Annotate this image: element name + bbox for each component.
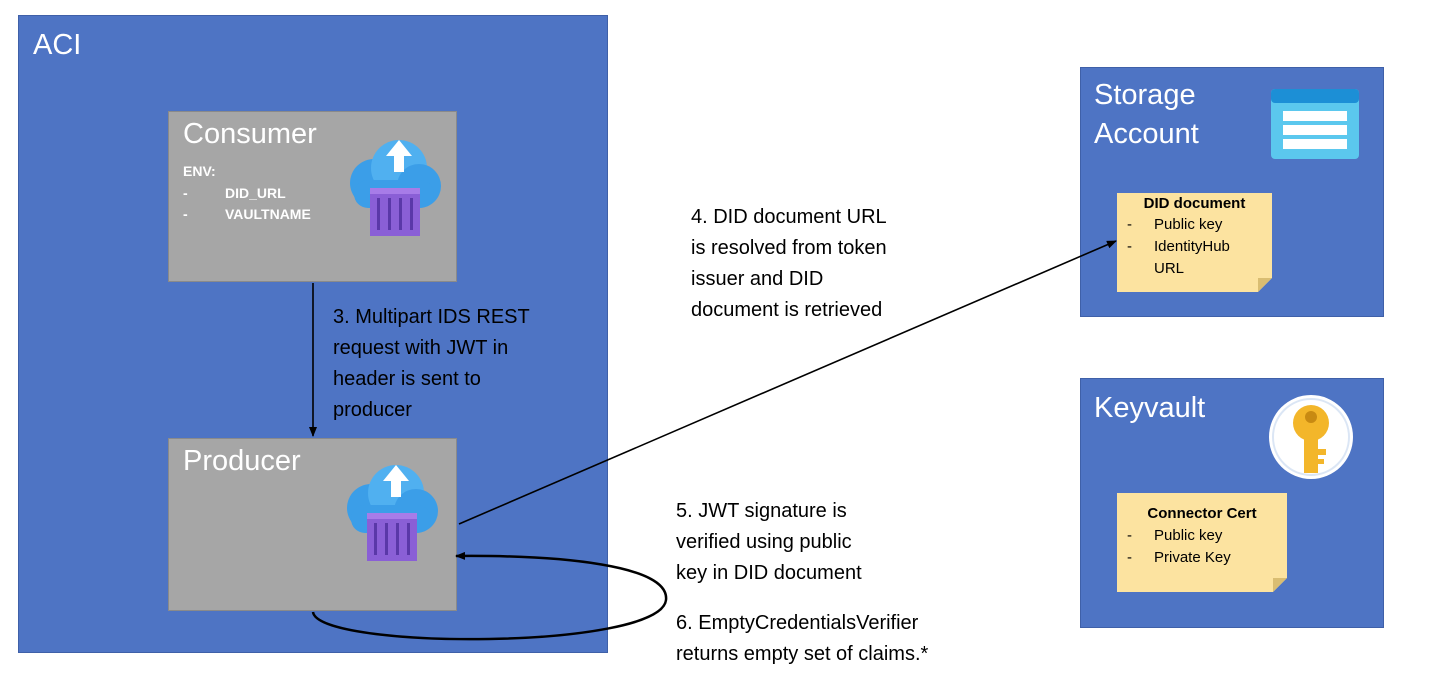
note-dash: - [1127, 527, 1132, 544]
step3-line: producer [333, 399, 412, 421]
storage-title-line1: Storage [1094, 79, 1196, 111]
step5-line: verified using public [676, 531, 852, 553]
step4-line: is resolved from token [691, 237, 887, 259]
keyvault-panel: Keyvault Connector Cert - Public key - P… [1080, 378, 1384, 628]
note-item-private-key: Private Key [1154, 549, 1231, 566]
connector-cert-note: Connector Cert - Public key - Private Ke… [1117, 493, 1287, 592]
note-dash: - [1127, 238, 1132, 255]
step3-line: header is sent to [333, 368, 481, 390]
step3-label: 3. Multipart IDS REST request with JWT i… [333, 302, 530, 426]
step4-line: 4. DID document URL [691, 206, 887, 228]
step4-line: issuer and DID [691, 268, 824, 290]
note-dash: - [1127, 549, 1132, 566]
did-document-title: DID document [1143, 195, 1246, 212]
aci-title: ACI [33, 29, 82, 61]
note-item-public-key: Public key [1154, 216, 1223, 233]
step4-label: 4. DID document URL is resolved from tok… [691, 202, 887, 326]
step3-line: 3. Multipart IDS REST [333, 306, 530, 328]
storage-account-panel: Storage Account DID document - Public ke… [1080, 67, 1384, 317]
producer-title: Producer [183, 445, 301, 477]
producer-box: Producer [168, 438, 457, 611]
keyvault-title: Keyvault [1094, 392, 1206, 424]
step6-label: 6. EmptyCredentialsVerifier returns empt… [676, 608, 928, 670]
env-label: ENV: [183, 163, 216, 179]
step3-line: request with JWT in [333, 337, 509, 359]
container-upload-cloud-icon [347, 465, 438, 561]
did-document-note: DID document - Public key - IdentityHub … [1117, 193, 1272, 292]
step5-label: 5. JWT signature is verified using publi… [676, 496, 862, 589]
consumer-title: Consumer [183, 118, 317, 150]
step4-line: document is retrieved [691, 299, 883, 321]
note-item-url: URL [1154, 260, 1185, 277]
consumer-box: Consumer ENV: - DID_URL - VAULTNAME [168, 111, 457, 282]
env-item-did-url: DID_URL [225, 185, 286, 201]
arrow-self-verification-loop [311, 551, 668, 641]
storage-account-icon [1271, 89, 1359, 159]
container-upload-cloud-icon [350, 140, 441, 236]
step5-line: key in DID document [676, 562, 862, 584]
arrow-producer-to-did-document [458, 240, 1117, 525]
env-item-dash: - [183, 185, 188, 201]
env-item-dash: - [183, 206, 188, 222]
step5-line: 5. JWT signature is [676, 500, 847, 522]
step6-line: 6. EmptyCredentialsVerifier [676, 612, 919, 634]
step6-line: returns empty set of claims.* [676, 643, 929, 665]
connector-cert-title: Connector Cert [1147, 505, 1257, 522]
note-dash: - [1127, 216, 1132, 233]
storage-title-line2: Account [1094, 118, 1199, 150]
env-item-vaultname: VAULTNAME [225, 206, 311, 222]
note-item-public-key: Public key [1154, 527, 1223, 544]
key-icon [1269, 395, 1353, 479]
note-item-identityhub: IdentityHub [1154, 238, 1230, 255]
